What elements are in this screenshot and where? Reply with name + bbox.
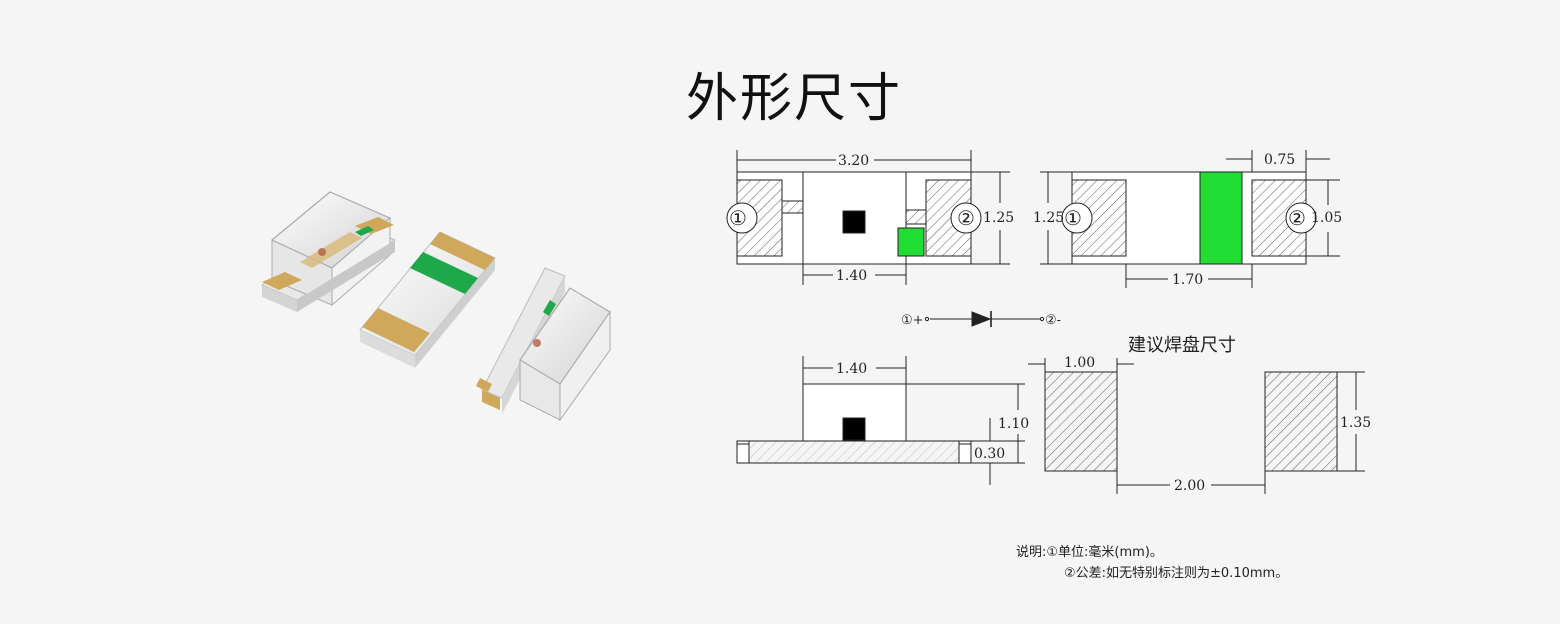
- dim-side-base: 0.30: [974, 446, 1005, 462]
- notes-line-2: ②公差:如无特别标注则为±0.10mm。: [1016, 563, 1288, 584]
- pin2-bottom: ②: [1288, 206, 1306, 230]
- diode-anode-label: ①+: [901, 313, 924, 328]
- dim-side-height: 1.10: [998, 416, 1029, 432]
- led-photo-right: [476, 267, 611, 422]
- dim-top-width: 1.25: [983, 210, 1014, 226]
- notes-line-1: 说明:①单位:毫米(mm)。: [1016, 542, 1288, 563]
- notes-unit: ①单位:毫米(mm)。: [1046, 545, 1163, 560]
- notes-label: 说明:: [1016, 545, 1047, 560]
- pin1-bottom: ①: [1064, 206, 1082, 230]
- dim-pad-width: 1.00: [1064, 355, 1095, 371]
- led-photo-middle: [359, 231, 496, 368]
- dim-bottom-pad-height: 1.05: [1311, 210, 1342, 226]
- dim-top-inner: 1.40: [836, 268, 867, 284]
- top-view-drawing: [726, 150, 1010, 285]
- dim-pad-gap: 2.00: [1174, 478, 1205, 494]
- dim-top-length: 3.20: [838, 153, 869, 169]
- led-photo-left: [260, 191, 397, 312]
- pad-drawing: [1028, 358, 1365, 494]
- notes-tolerance: ②公差:如无特别标注则为±0.10mm。: [1064, 566, 1289, 581]
- pads-title: 建议焊盘尺寸: [1128, 335, 1236, 356]
- diode-symbol: [924, 311, 1045, 327]
- bottom-view-drawing: [1040, 150, 1340, 288]
- notes: 说明:①单位:毫米(mm)。 ②公差:如无特别标注则为±0.10mm。: [1016, 542, 1288, 584]
- dim-pad-height: 1.35: [1340, 415, 1371, 431]
- pin1-top: ①: [729, 206, 747, 230]
- page-title: 外形尺寸: [686, 69, 903, 129]
- dim-bottom-width: 1.25: [1033, 210, 1064, 226]
- dim-side-top-width: 1.40: [836, 361, 867, 377]
- diode-cathode-label: ②-: [1045, 313, 1061, 328]
- dim-bottom-stripe: 1.70: [1172, 272, 1203, 288]
- dim-bottom-pad: 0.75: [1264, 152, 1295, 168]
- pin2-top: ②: [957, 206, 975, 230]
- side-view-drawing: [736, 356, 1025, 485]
